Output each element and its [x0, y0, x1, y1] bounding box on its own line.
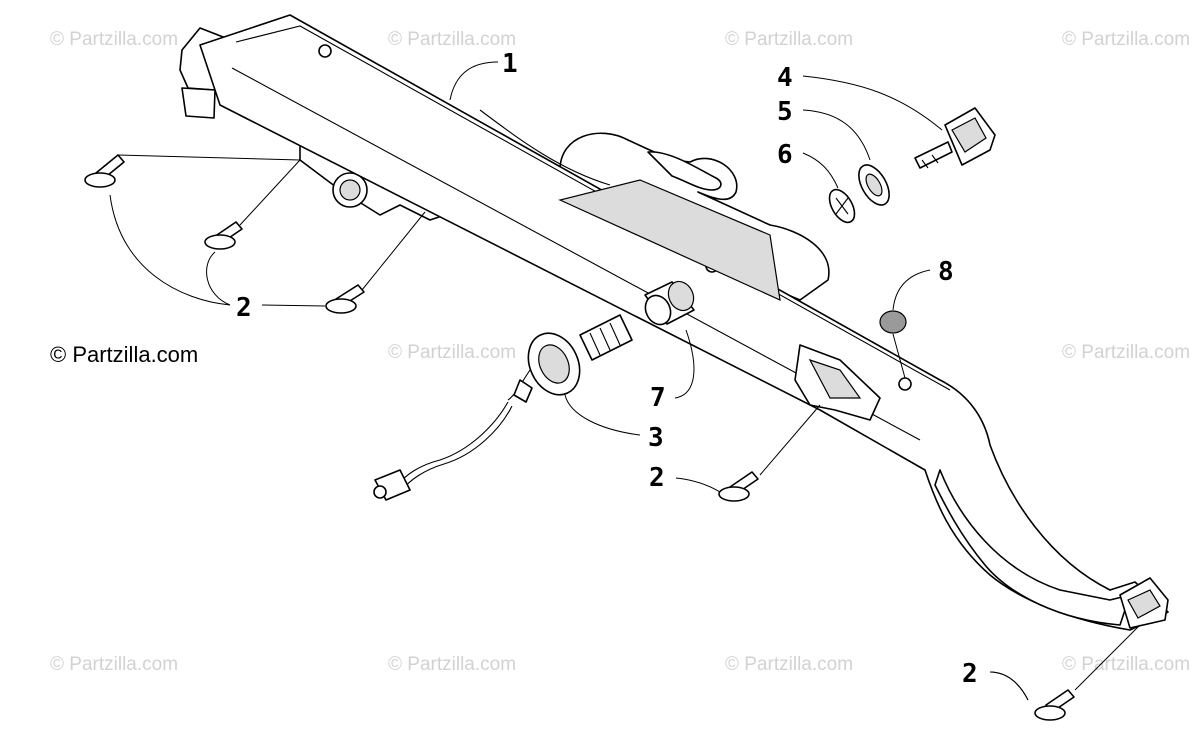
screw[interactable] — [718, 471, 759, 502]
watermark: © Partzilla.com — [725, 654, 853, 675]
callouts: 1 2 2 2 3 4 5 6 7 8 — [236, 49, 978, 689]
callout-7[interactable]: 7 — [650, 383, 666, 413]
callout-2[interactable]: 2 — [962, 659, 978, 689]
watermark: © Partzilla.com — [388, 29, 516, 50]
callout-2[interactable]: 2 — [649, 463, 665, 493]
copyright-notice: © Partzilla.com — [50, 342, 198, 367]
screw[interactable] — [204, 221, 243, 250]
lock-washer[interactable] — [824, 185, 859, 226]
watermark: © Partzilla.com — [50, 29, 178, 50]
callout-4[interactable]: 4 — [777, 63, 793, 93]
callout-1[interactable]: 1 — [502, 49, 518, 79]
watermark: © Partzilla.com — [1062, 342, 1190, 363]
leader-lines — [109, 61, 1141, 701]
ignition-switch[interactable] — [373, 314, 633, 501]
console-housing[interactable] — [179, 14, 1169, 631]
watermark: © Partzilla.com — [1062, 654, 1190, 675]
ignition-key[interactable] — [914, 107, 996, 169]
screw[interactable] — [325, 284, 365, 314]
sleeve[interactable] — [641, 277, 698, 328]
callout-2[interactable]: 2 — [236, 293, 252, 323]
screw[interactable] — [1034, 689, 1075, 721]
bezel-nut[interactable] — [853, 160, 896, 210]
callout-6[interactable]: 6 — [777, 140, 793, 170]
callout-8[interactable]: 8 — [938, 257, 954, 287]
hole-plug[interactable] — [879, 310, 907, 334]
screw[interactable] — [84, 154, 125, 188]
watermark: © Partzilla.com — [725, 29, 853, 50]
watermark: © Partzilla.com — [1062, 29, 1190, 50]
watermark: © Partzilla.com — [50, 654, 178, 675]
watermark: © Partzilla.com — [388, 342, 516, 363]
callout-5[interactable]: 5 — [777, 97, 793, 127]
callout-3[interactable]: 3 — [648, 423, 664, 453]
watermark: © Partzilla.com — [388, 654, 516, 675]
watermarks: © Partzilla.com © Partzilla.com © Partzi… — [50, 29, 1190, 675]
